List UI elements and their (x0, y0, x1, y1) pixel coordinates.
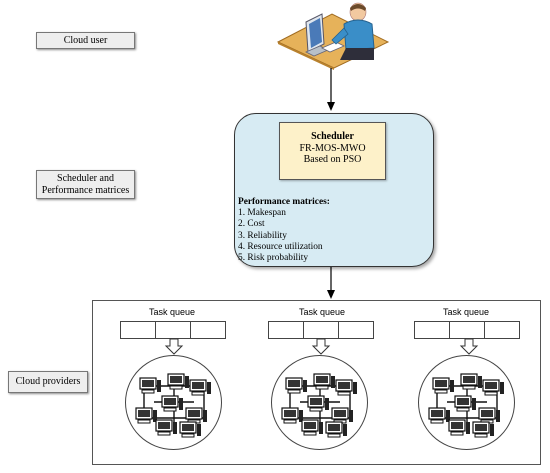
scheduler-label-line1: Scheduler and (57, 172, 114, 184)
arrow-user-to-scheduler (327, 68, 335, 111)
task-queue (120, 321, 226, 339)
queue-arrow (311, 338, 331, 355)
server-cluster-icon (135, 373, 211, 438)
server-cluster-icon (428, 373, 504, 438)
computer-icon (448, 419, 470, 436)
arrow-scheduler-to-providers (327, 266, 335, 299)
computer-icon (285, 377, 307, 394)
computer-icon (301, 419, 323, 436)
task-queue (268, 321, 374, 339)
scheduler-algorithm: FR-MOS-MWO (299, 142, 366, 154)
computer-icon (139, 377, 161, 394)
computer-icon (428, 407, 450, 424)
cloud-providers-label: Cloud providers (8, 371, 88, 393)
computer-icon (281, 407, 303, 424)
performance-list: Performance matrices: 1. Makespan 2. Cos… (238, 197, 330, 264)
computer-icon (161, 395, 183, 412)
scheduler-label: Scheduler and Performance matrices (36, 170, 135, 199)
computer-icon (167, 373, 189, 390)
computer-icon (432, 377, 454, 394)
server-cluster (125, 355, 222, 450)
scheduler-title: Scheduler (311, 131, 354, 142)
user-at-computer-icon (276, 2, 390, 70)
computer-icon (454, 395, 476, 412)
computer-icon (335, 379, 357, 396)
computer-icon (460, 373, 482, 390)
performance-heading: Performance matrices: (238, 197, 330, 207)
performance-item: 3. Reliability (238, 230, 287, 241)
computer-icon (313, 373, 335, 390)
task-queue (414, 321, 520, 339)
computer-icon (472, 421, 494, 438)
cloud-providers-container (92, 300, 541, 465)
computer-icon (185, 407, 207, 424)
performance-item: 4. Resource utilization (238, 241, 323, 252)
scheduler-label-line2: Performance matrices (41, 184, 130, 196)
cloud-user-text: Cloud user (63, 34, 108, 46)
cloud-providers-text: Cloud providers (15, 376, 81, 387)
computer-icon (325, 421, 347, 438)
computer-icon (331, 407, 353, 424)
computer-icon (135, 407, 157, 424)
server-cluster (418, 355, 515, 450)
computer-icon (478, 407, 500, 424)
computer-icon (155, 419, 177, 436)
performance-item: 5. Risk probability (238, 253, 309, 264)
computer-icon (482, 379, 504, 396)
scheduler-box: Scheduler FR-MOS-MWO Based on PSO (279, 122, 386, 180)
task-queue-label: Task queue (298, 307, 346, 317)
queue-arrow (164, 338, 184, 355)
cloud-user-label: Cloud user (36, 32, 135, 49)
task-queue-label: Task queue (148, 307, 196, 317)
computer-icon (179, 421, 201, 438)
performance-item: 2. Cost (238, 219, 265, 230)
server-cluster (271, 355, 368, 450)
computer-icon (189, 379, 211, 396)
scheduler-basis: Based on PSO (303, 154, 362, 165)
performance-item: 1. Makespan (238, 208, 286, 219)
server-cluster-icon (281, 373, 357, 438)
task-queue-label: Task queue (442, 307, 490, 317)
queue-arrow (459, 338, 479, 355)
computer-icon (307, 395, 329, 412)
